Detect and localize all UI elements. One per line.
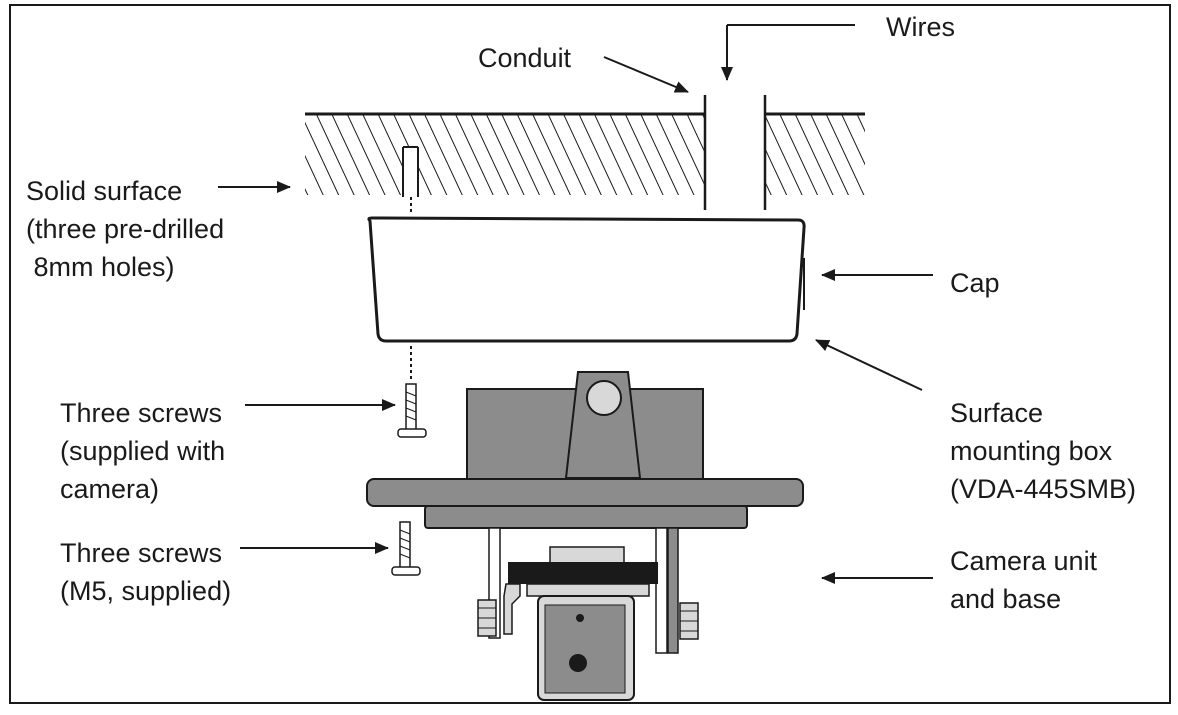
callout-arrows — [218, 24, 933, 584]
conduit — [703, 95, 767, 210]
label-surface-box-2: mounting box — [950, 436, 1113, 466]
label-screws-bottom-2: (M5, supplied) — [60, 576, 231, 606]
label-conduit: Conduit — [478, 43, 572, 73]
label-camera-unit-2: and base — [950, 584, 1061, 614]
label-screws-top-1: Three screws — [60, 398, 222, 428]
camera-unit — [366, 371, 804, 701]
label-cap: Cap — [950, 268, 1000, 298]
label-screws-top-2: (supplied with — [60, 436, 225, 466]
label-wires: Wires — [886, 12, 955, 42]
label-surface-box-3: (VDA-445SMB) — [950, 474, 1136, 504]
label-screws-bottom-1: Three screws — [60, 538, 222, 568]
surface-mounting-box — [367, 216, 806, 343]
diagram-frame — [9, 4, 1171, 704]
label-screws-top-3: camera) — [60, 474, 159, 504]
solid-surface — [305, 112, 865, 215]
pre-drilled-hole — [403, 147, 418, 197]
label-camera-unit-1: Camera unit — [950, 546, 1098, 576]
label-solid-surface-3: 8mm holes) — [26, 252, 175, 282]
screw-lower — [391, 521, 421, 576]
label-surface-box-1: Surface — [950, 398, 1043, 428]
label-solid-surface-1: Solid surface — [26, 176, 182, 206]
screw-upper — [397, 383, 427, 438]
label-solid-surface-2: (three pre-drilled — [26, 214, 224, 244]
